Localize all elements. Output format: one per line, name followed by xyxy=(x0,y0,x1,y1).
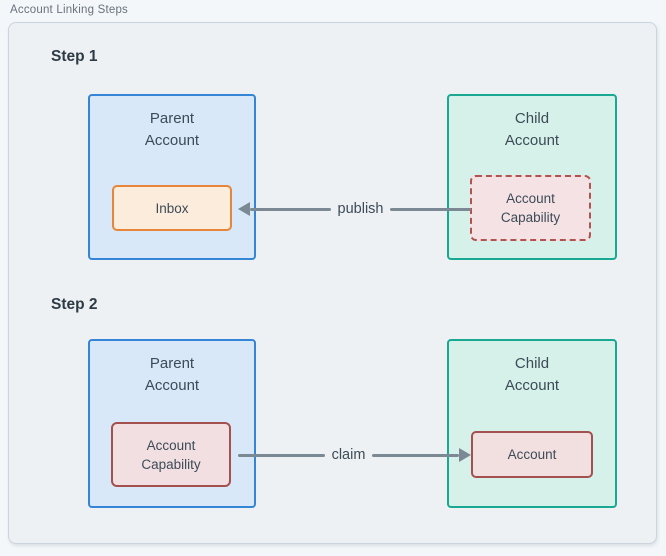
arrow-line xyxy=(372,453,459,457)
step1-arrow-label: publish xyxy=(337,201,384,217)
step1-inbox-box: Inbox xyxy=(112,185,232,231)
step2-parent-account-title: Parent Account xyxy=(144,355,200,394)
arrow-line xyxy=(390,207,472,211)
step2-account-capability-box: Account Capability xyxy=(111,422,231,487)
step2-arrow-label: claim xyxy=(331,447,366,463)
step1-child-account-title: Child Account xyxy=(504,110,560,149)
step1-parent-account-box: Parent Account Inbox xyxy=(88,94,256,260)
step1-publish-arrow: publish xyxy=(238,197,472,221)
step2-child-account-title: Child Account xyxy=(504,355,560,394)
step2-child-account-box: Child Account Account xyxy=(447,339,617,508)
step1-parent-account-title: Parent Account xyxy=(144,110,200,149)
arrowhead-right-icon xyxy=(459,448,471,462)
diagram-title: Account Linking Steps xyxy=(10,4,128,16)
step1-label: Step 1 xyxy=(51,48,98,65)
step1-child-account-box: Child Account Account Capability xyxy=(447,94,617,260)
arrowhead-left-icon xyxy=(238,202,250,216)
step1-account-capability-box: Account Capability xyxy=(470,175,591,241)
step2-account-box: Account xyxy=(471,431,593,478)
step2-claim-arrow: claim xyxy=(238,443,471,467)
step2-label: Step 2 xyxy=(51,296,98,313)
arrow-line xyxy=(250,207,331,211)
diagram-canvas: Step 1 Parent Account Inbox Child Accoun… xyxy=(8,22,657,544)
arrow-line xyxy=(238,453,325,457)
step2-parent-account-box: Parent Account Account Capability xyxy=(88,339,256,508)
